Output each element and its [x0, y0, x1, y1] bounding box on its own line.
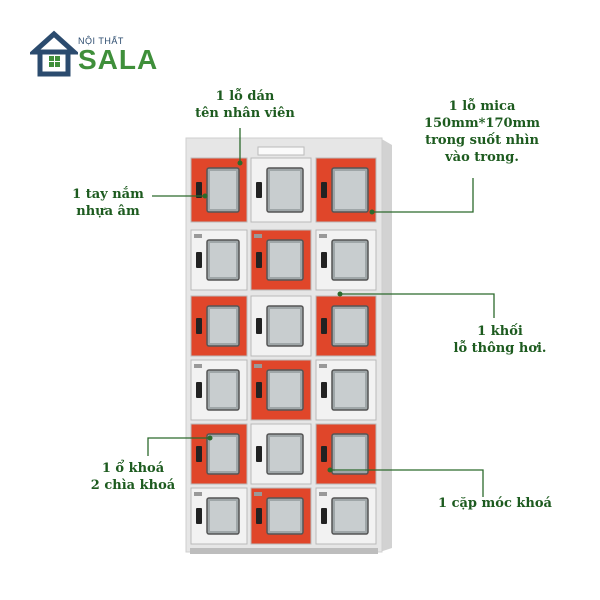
mica-glass — [270, 373, 300, 407]
brand-logo — [27, 28, 170, 88]
vent-slot — [254, 364, 262, 368]
callout-lock: 1 ổ khoá 2 chìa khoá — [90, 461, 176, 493]
vent-slot — [319, 492, 327, 496]
leader-vent — [340, 293, 495, 318]
callout-vent: 1 khối lỗ thông hơi. — [453, 324, 547, 356]
mica-glass — [270, 309, 300, 343]
mica-glass — [210, 243, 236, 277]
mica-glass — [270, 171, 300, 209]
door-handle — [256, 508, 262, 524]
vent-slot — [194, 492, 202, 496]
door-handle — [321, 182, 327, 198]
door-handle — [256, 446, 262, 462]
door-handle — [321, 252, 327, 268]
door-handle — [256, 318, 262, 334]
mica-glass — [270, 501, 300, 531]
mica-glass — [210, 373, 236, 407]
vent-slot — [254, 234, 262, 238]
leader-dot — [207, 435, 213, 441]
mica-glass — [335, 501, 365, 531]
door-handle — [196, 508, 202, 524]
door-handle — [196, 318, 202, 334]
leader-dot — [369, 209, 375, 215]
cabinet-base — [190, 548, 378, 554]
door-handle — [321, 446, 327, 462]
brand-big-text: SALA — [78, 44, 159, 75]
leader-dot — [337, 291, 343, 297]
door-handle — [321, 318, 327, 334]
leader-hasp — [330, 469, 484, 497]
door-handle — [196, 182, 202, 198]
vent-slot — [194, 234, 202, 238]
callout-mica-window: 1 lỗ mica 150mm*170mm trong suốt nhìn và… — [423, 99, 541, 165]
leader-mica — [372, 178, 474, 213]
leader-dot — [202, 193, 208, 199]
door-handle — [196, 382, 202, 398]
leader-dot — [237, 160, 243, 166]
vent-slot — [254, 492, 262, 496]
vent-slot — [319, 364, 327, 368]
vent-slot — [194, 364, 202, 368]
mica-glass — [335, 309, 365, 343]
mica-glass — [210, 501, 236, 531]
vent-slot — [319, 234, 327, 238]
mica-glass — [270, 243, 300, 277]
door-handle — [256, 382, 262, 398]
mica-glass — [210, 437, 236, 471]
house-logo-icon — [27, 30, 81, 77]
mica-glass — [335, 373, 365, 407]
callout-hasp: 1 cặp móc khoá — [438, 496, 552, 511]
door-handle — [321, 382, 327, 398]
leader-lock — [147, 437, 210, 456]
mica-glass — [335, 243, 365, 277]
door-handle — [196, 446, 202, 462]
mica-glass — [210, 171, 236, 209]
mica-glass — [210, 309, 236, 343]
door-handle — [196, 252, 202, 268]
door-handle — [256, 182, 262, 198]
callout-label-slot: 1 lỗ dán tên nhân viên — [195, 89, 295, 121]
callout-handle: 1 tay nắm nhựa âm — [72, 187, 144, 219]
label-slot — [257, 146, 305, 156]
mica-glass — [335, 171, 365, 209]
mica-glass — [335, 437, 365, 471]
leader-dot — [327, 467, 333, 473]
mica-glass — [270, 437, 300, 471]
door-handle — [256, 252, 262, 268]
brand-small-text: NỘI THẤT — [78, 36, 124, 46]
door-handle — [321, 508, 327, 524]
cabinet-side-panel — [380, 138, 392, 552]
